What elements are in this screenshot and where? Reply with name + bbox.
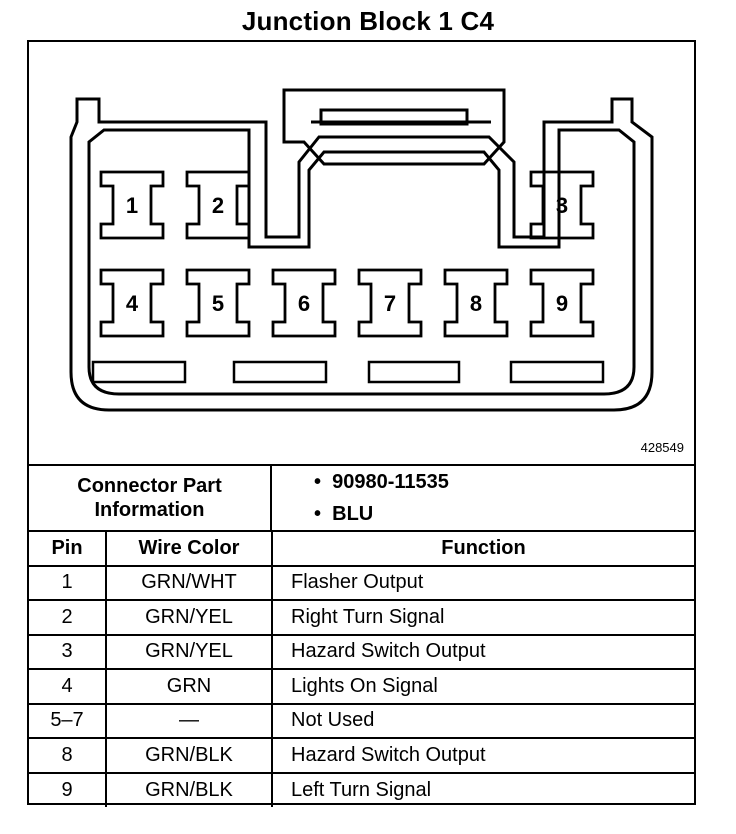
connector-latch-inner [319, 108, 469, 126]
table-row: 3 GRN/YEL Hazard Switch Output [29, 633, 694, 669]
cell-wire-color: — [106, 702, 273, 738]
pin-cavities [99, 170, 595, 338]
pin-table: Pin Wire Color Function 1 GRN/WHT Flashe… [29, 530, 694, 807]
cell-function: Left Turn Signal [272, 771, 694, 807]
connector-slots [91, 360, 605, 384]
header-function: Function [272, 530, 694, 566]
cell-pin: 2 [29, 599, 107, 635]
figure-id: 428549 [640, 440, 684, 455]
cell-function: Flasher Output [272, 564, 694, 600]
pin-table-header: Pin Wire Color Function [29, 530, 694, 566]
slot-4 [509, 360, 605, 384]
pin-label: 8 [470, 291, 482, 316]
connector-info-label: Connector Part Information [29, 466, 272, 532]
header-pin: Pin [29, 530, 107, 566]
cell-pin: 5–7 [29, 702, 107, 738]
table-row: 2 GRN/YEL Right Turn Signal [29, 599, 694, 635]
cell-pin: 9 [29, 771, 107, 807]
cell-wire-color: GRN/YEL [106, 599, 273, 635]
cell-pin: 1 [29, 564, 107, 600]
pin-label: 5 [212, 291, 224, 316]
pin-cavity [357, 268, 423, 338]
pin-label: 3 [556, 193, 568, 218]
pin-cavity [529, 170, 595, 240]
slot-2 [232, 360, 328, 384]
pin-cavity [185, 268, 251, 338]
pin-cavity [529, 268, 595, 338]
table-row: 4 GRN Lights On Signal [29, 668, 694, 704]
table-row: 1 GRN/WHT Flasher Output [29, 564, 694, 600]
slot-3 [367, 360, 461, 384]
table-row: 9 GRN/BLK Left Turn Signal [29, 771, 694, 807]
cell-wire-color: GRN/YEL [106, 633, 273, 669]
pin-label: 6 [298, 291, 310, 316]
pin-label: 9 [556, 291, 568, 316]
pin-labels: 1 2 3 4 5 6 7 8 9 [126, 193, 568, 316]
info-label-line1: Connector Part [77, 475, 222, 497]
connector-body-inner [87, 128, 636, 396]
pin-cavity [99, 170, 165, 240]
cell-function: Right Turn Signal [272, 599, 694, 635]
table-row: 5–7 — Not Used [29, 702, 694, 738]
connector-body-outline [69, 97, 654, 412]
slot-1 [91, 360, 187, 384]
part-number: • 90980-11535 [314, 471, 449, 493]
cell-wire-color: GRN/BLK [106, 771, 273, 807]
cell-function: Not Used [272, 702, 694, 738]
cell-pin: 8 [29, 737, 107, 773]
cell-pin: 3 [29, 633, 107, 669]
page-title: Junction Block 1 C4 [241, 6, 495, 36]
cell-function: Hazard Switch Output [272, 633, 694, 669]
connector-color-value: BLU [332, 503, 374, 525]
header-wire-color: Wire Color [106, 530, 273, 566]
cell-function: Hazard Switch Output [272, 737, 694, 773]
pin-label: 2 [212, 193, 224, 218]
pin-cavity [271, 268, 337, 338]
pin-label: 1 [126, 193, 138, 218]
info-label-line2: Information [94, 499, 205, 521]
connector-info: Connector Part Information • 90980-11535… [29, 464, 694, 532]
pin-cavity [99, 268, 165, 338]
cell-wire-color: GRN/BLK [106, 737, 273, 773]
pin-label: 4 [126, 291, 139, 316]
cell-wire-color: GRN [106, 668, 273, 704]
pin-cavity [185, 170, 251, 240]
pin-cavity [443, 268, 509, 338]
connector-latch [282, 88, 506, 166]
cell-function: Lights On Signal [272, 668, 694, 704]
connector-info-values: • 90980-11535 • BLU [274, 466, 694, 532]
cell-pin: 4 [29, 668, 107, 704]
pin-label: 7 [384, 291, 396, 316]
part-number-value: 90980-11535 [332, 471, 449, 493]
cell-wire-color: GRN/WHT [106, 564, 273, 600]
connector-diagram: 1 2 3 4 5 6 7 8 9 [69, 88, 654, 412]
table-row: 8 GRN/BLK Hazard Switch Output [29, 737, 694, 773]
connector-color: • BLU [314, 503, 374, 525]
